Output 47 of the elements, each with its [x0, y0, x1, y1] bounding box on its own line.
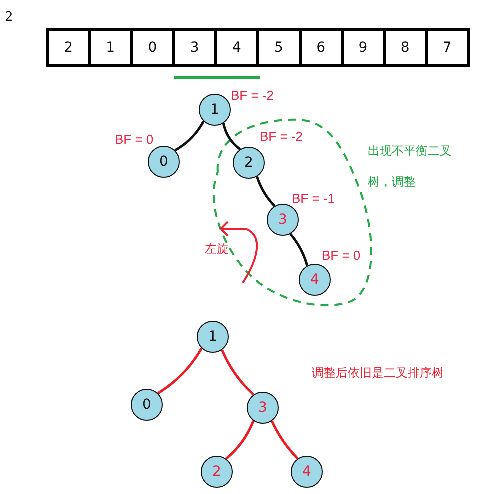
- tree-edge: [157, 348, 203, 395]
- annotation: 出现不平衡二叉树，调整: [368, 143, 453, 192]
- array-cell: 9: [340, 31, 383, 64]
- tree-edge: [221, 350, 255, 396]
- node-value: 1: [210, 102, 220, 118]
- rotation-label: 左旋: [205, 242, 229, 256]
- node-value: 3: [258, 400, 268, 416]
- tree-edge: [174, 120, 205, 152]
- node-value: 0: [142, 397, 152, 413]
- tree-edge: [290, 233, 309, 266]
- array-cell: 4: [214, 31, 256, 64]
- step-number: 2: [5, 10, 14, 26]
- tree-edge: [226, 420, 255, 460]
- annotation: 调整后依旧是二叉排序树: [312, 366, 444, 380]
- node-value: 3: [278, 212, 288, 228]
- node-value: 2: [244, 155, 254, 171]
- array-cell: 7: [424, 31, 467, 64]
- tree-edge: [222, 123, 242, 151]
- array-cell: 5: [256, 31, 299, 64]
- array-cell: 1: [88, 31, 130, 64]
- node-value: 1: [208, 329, 218, 345]
- node-value: 2: [212, 464, 222, 480]
- balance-factor: BF = -1: [292, 191, 335, 206]
- balance-factor: BF = 0: [322, 248, 361, 263]
- node-value: 0: [160, 154, 168, 170]
- tree-edge: [256, 176, 276, 208]
- tree-node: [233, 147, 265, 179]
- array-cell: 8: [382, 31, 425, 64]
- array-cell: 6: [298, 31, 341, 64]
- tree-node: [131, 389, 163, 421]
- balance-factor: BF = 0: [115, 132, 154, 147]
- tree-node: [299, 264, 331, 296]
- tree-node: [201, 456, 233, 488]
- tree-node: [197, 321, 229, 353]
- node-value: 4: [302, 464, 312, 480]
- balance-factor: BF = -2: [260, 129, 303, 144]
- node-value: 4: [310, 272, 320, 288]
- tree-node: [247, 392, 279, 424]
- array-cell-text: 2: [63, 38, 74, 58]
- tree-node: [291, 456, 323, 488]
- tree-node: [148, 146, 180, 178]
- tree-node: [199, 94, 231, 126]
- balance-factor: BF = -2: [231, 88, 274, 103]
- array-cell: 3: [172, 31, 214, 64]
- tree-edge: [270, 420, 299, 460]
- array-cell: 0: [130, 31, 172, 64]
- tree-node: [267, 204, 299, 236]
